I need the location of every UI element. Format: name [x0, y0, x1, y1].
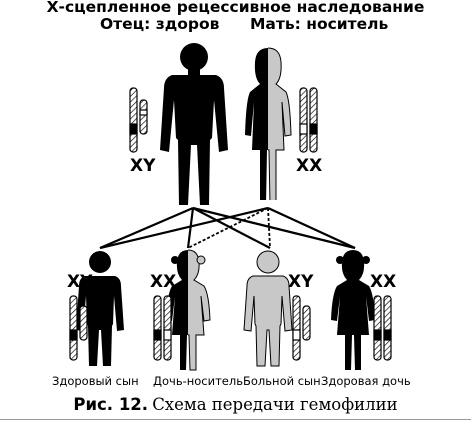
- figure-caption-text: Схема передачи гемофилии: [152, 395, 398, 414]
- child-carrier-daughter: [166, 249, 211, 371]
- child4-chromosomes: [373, 295, 392, 361]
- child1-genotype: XY: [67, 272, 93, 292]
- child1-caption: Здоровый сын: [52, 374, 139, 388]
- child4-genotype: XX: [370, 272, 397, 292]
- child3-genotype: XY: [288, 272, 314, 292]
- carrier-lines: [187, 207, 271, 249]
- mother-genotype: XX: [296, 156, 323, 176]
- child-healthy-daughter: [331, 250, 375, 370]
- child3-chromosomes: [292, 295, 311, 361]
- child2-caption: Дочь-носитель: [153, 374, 243, 388]
- mother-label: Мать: носитель: [250, 15, 389, 33]
- father-figure: [160, 43, 228, 205]
- bottom-rule: [0, 419, 471, 420]
- figure-caption: Рис. 12. Схема передачи гемофилии: [0, 395, 471, 415]
- inheritance-lines: [99, 206, 356, 250]
- father-genotype: XY: [130, 156, 156, 176]
- father-chromosomes: [129, 87, 148, 153]
- child2-chromosomes: [153, 295, 172, 361]
- child2-genotype: XX: [150, 272, 177, 292]
- diagram-title: Х-сцепленное рецессивное наследование: [46, 0, 425, 16]
- child3-caption: Больной сын: [243, 374, 321, 388]
- mother-chromosomes: [299, 87, 318, 153]
- child-healthy-son: [76, 251, 124, 366]
- figure-number: Рис. 12.: [73, 395, 149, 414]
- mother-figure: [245, 47, 292, 200]
- father-label: Отец: здоров: [100, 15, 220, 33]
- child-affected-son: [243, 250, 293, 367]
- child1-chromosomes: [69, 295, 88, 361]
- child4-caption: Здоровая дочь: [321, 374, 411, 388]
